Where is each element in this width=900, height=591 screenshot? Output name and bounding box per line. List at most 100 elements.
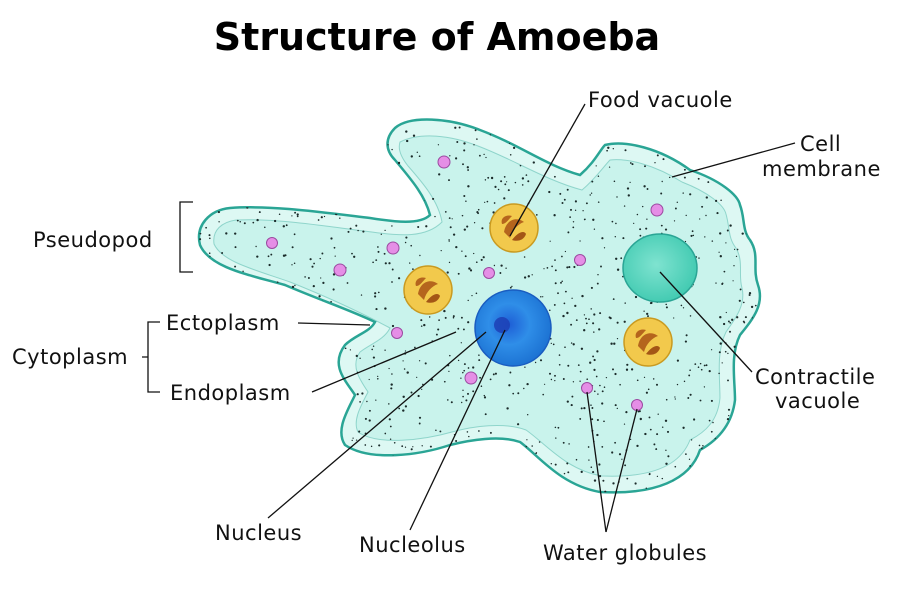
granule — [529, 149, 532, 152]
granule — [234, 341, 237, 344]
granule — [305, 318, 308, 322]
granule — [199, 232, 202, 235]
granule — [751, 200, 754, 203]
granule — [569, 216, 571, 218]
granule — [563, 472, 566, 475]
granule — [381, 149, 385, 152]
granule — [324, 157, 328, 160]
granule — [689, 145, 692, 148]
endoplasm-pointer — [311, 331, 457, 393]
granule — [596, 282, 599, 285]
granule — [546, 140, 548, 142]
granule — [554, 269, 557, 272]
granule — [237, 273, 239, 275]
granule — [366, 400, 368, 403]
granule — [624, 149, 627, 152]
granule — [307, 463, 310, 466]
granule — [349, 227, 352, 230]
granule — [435, 493, 436, 494]
granule — [377, 375, 379, 378]
granule — [597, 273, 599, 276]
granule — [494, 372, 497, 375]
granule — [242, 334, 245, 337]
granule — [220, 142, 224, 145]
granule — [340, 320, 342, 323]
granule — [612, 115, 614, 117]
granule — [748, 351, 750, 354]
granule — [352, 485, 354, 488]
granule — [462, 163, 464, 166]
granule — [738, 364, 740, 367]
granule — [512, 392, 515, 395]
granule — [481, 227, 484, 230]
granule — [334, 255, 336, 257]
granule — [761, 357, 763, 359]
granule — [450, 401, 453, 404]
label-cell-membrane-line2: membrane — [762, 157, 881, 181]
granule — [738, 413, 742, 416]
granule — [639, 228, 642, 231]
granule — [404, 405, 408, 408]
granule — [264, 226, 266, 229]
granule — [592, 471, 595, 474]
granule — [558, 479, 561, 482]
granule — [665, 449, 667, 452]
granule — [642, 205, 644, 208]
granule — [618, 128, 620, 130]
granule — [462, 389, 464, 391]
granule — [599, 384, 601, 387]
granule — [372, 356, 375, 359]
granule — [505, 496, 507, 498]
granule — [558, 363, 561, 366]
granule — [384, 229, 386, 232]
granule — [349, 490, 352, 492]
granule — [727, 408, 731, 411]
granule — [275, 158, 278, 160]
water-globule — [333, 263, 347, 277]
granule — [333, 210, 336, 213]
granule — [521, 122, 524, 125]
granule — [222, 158, 225, 161]
granule — [564, 290, 567, 293]
granule — [285, 224, 288, 227]
granule — [613, 180, 616, 183]
granule — [596, 139, 599, 141]
granule — [292, 453, 295, 457]
granule — [591, 407, 594, 409]
granule — [390, 383, 393, 386]
granule — [402, 360, 404, 362]
granule — [312, 196, 314, 198]
granule — [504, 461, 507, 464]
granule — [354, 454, 357, 457]
granule — [384, 262, 387, 265]
granule — [648, 416, 651, 419]
granule — [333, 431, 336, 434]
granule — [460, 342, 462, 344]
granule — [674, 207, 677, 210]
granule — [512, 146, 516, 150]
granule — [252, 351, 255, 354]
granule — [509, 154, 512, 156]
granule — [282, 186, 285, 188]
granule — [691, 125, 694, 128]
granule — [366, 185, 368, 187]
granule — [452, 315, 455, 318]
granule — [665, 398, 668, 401]
label-ectoplasm: Ectoplasm — [166, 311, 280, 335]
granule — [689, 465, 691, 467]
granule — [465, 200, 467, 203]
granule — [610, 342, 613, 345]
granule — [716, 143, 719, 146]
granule — [434, 215, 436, 218]
granule — [597, 201, 600, 203]
granule — [448, 217, 451, 220]
granule — [684, 340, 687, 343]
granule — [285, 483, 287, 485]
granule — [736, 316, 739, 319]
granule — [317, 359, 320, 362]
granule — [687, 479, 690, 482]
granule — [267, 343, 270, 346]
granule — [722, 322, 726, 326]
granule — [199, 145, 201, 148]
granule — [311, 265, 314, 268]
